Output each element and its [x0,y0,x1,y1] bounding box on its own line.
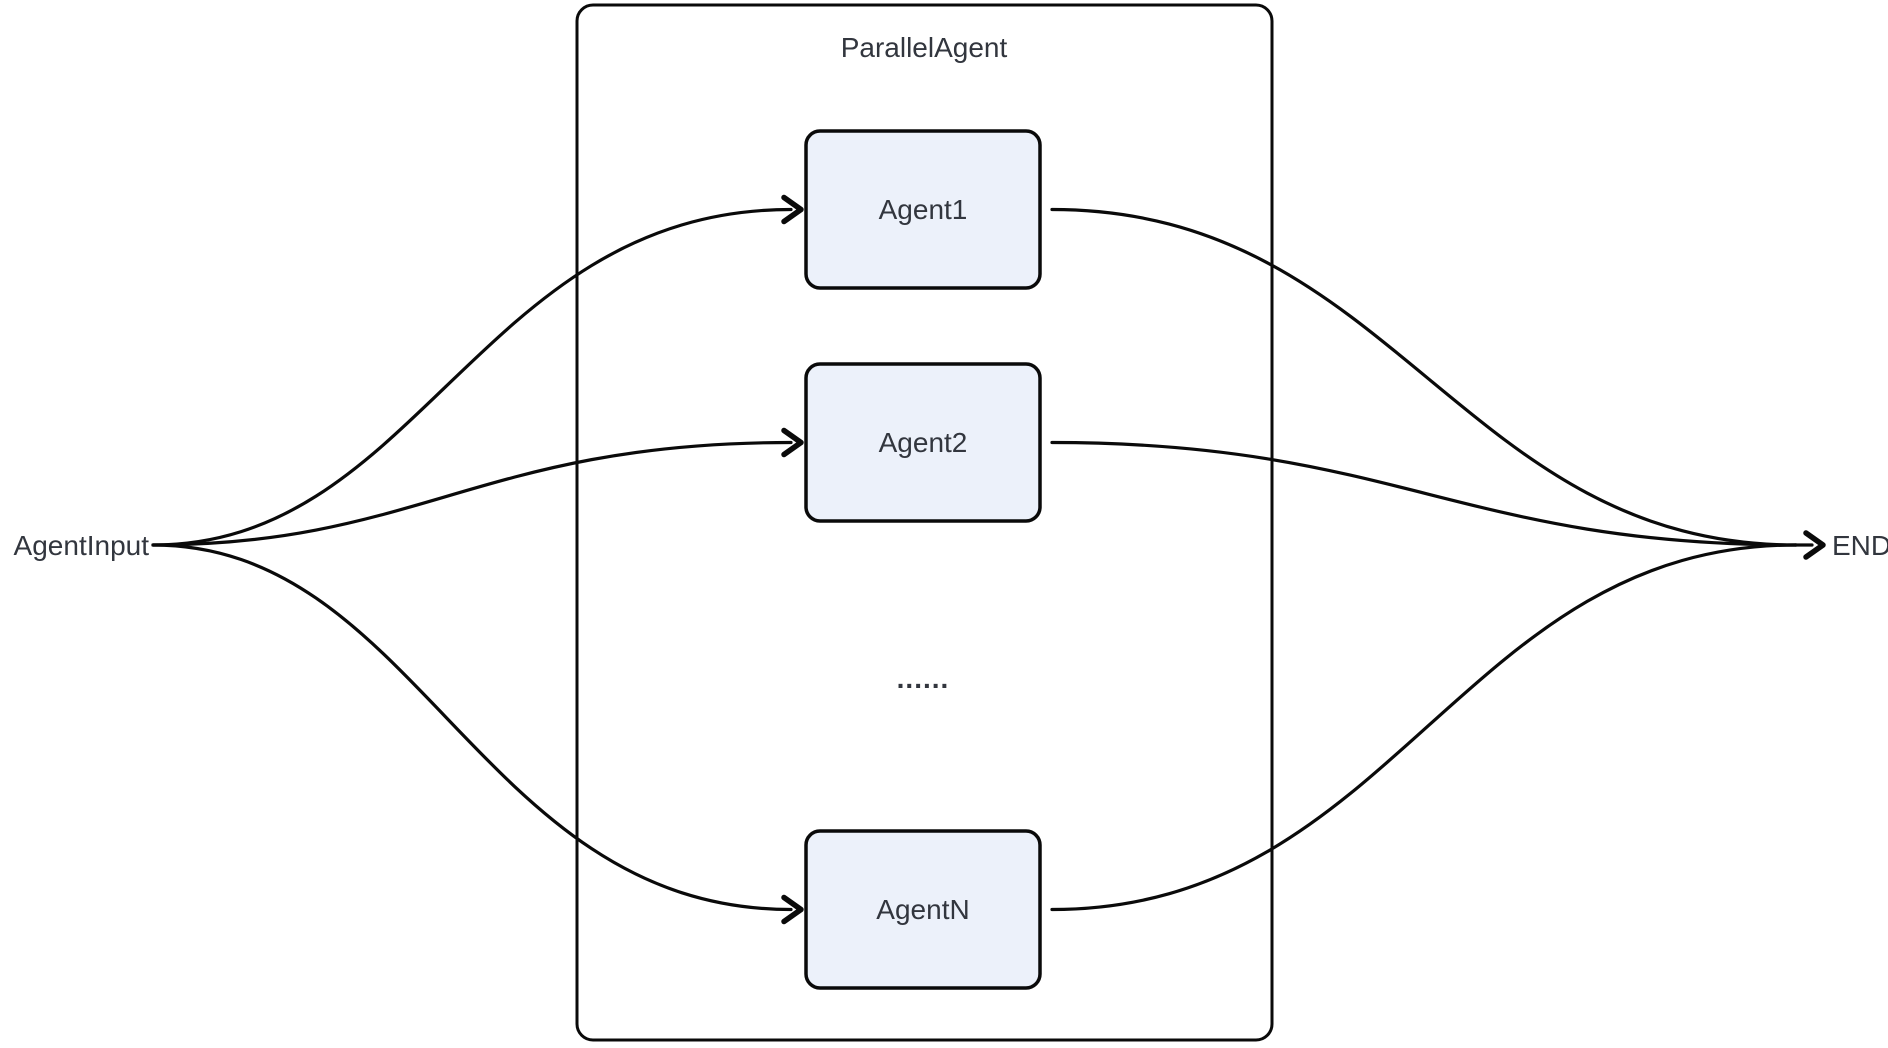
node-agentN: AgentN [804,829,1042,990]
arrowhead-agent1-icon [781,194,804,225]
edge-agentN-to-end [1050,543,1798,912]
parallel-agent-title: ParallelAgent [841,32,1008,63]
node-agent1: Agent1 [804,129,1042,290]
arrowhead-agent2-icon [781,427,804,458]
edge-input-to-agentN [151,543,793,912]
node-agentN-box [804,829,1042,990]
node-agent1-label: Agent1 [879,194,968,225]
node-agent2: Agent2 [804,362,1042,523]
edge-agent1-to-end [1050,207,1798,547]
node-agentN-label: AgentN [876,894,969,925]
edge-input-to-agent2 [151,440,793,547]
edge-input-to-agent1 [151,207,793,547]
ellipsis-label: ...... [897,663,950,694]
arrowhead-end-icon [1803,530,1826,560]
edge-agent2-to-end [1050,440,1798,547]
edge-group-input [151,194,804,925]
start-label: AgentInput [14,530,150,561]
arrowhead-agentN-icon [781,894,804,925]
node-agent1-box [804,129,1042,290]
end-label: END [1832,530,1888,561]
node-agent2-box [804,362,1042,523]
edge-group-end [1050,207,1826,912]
node-agent2-label: Agent2 [879,427,968,458]
